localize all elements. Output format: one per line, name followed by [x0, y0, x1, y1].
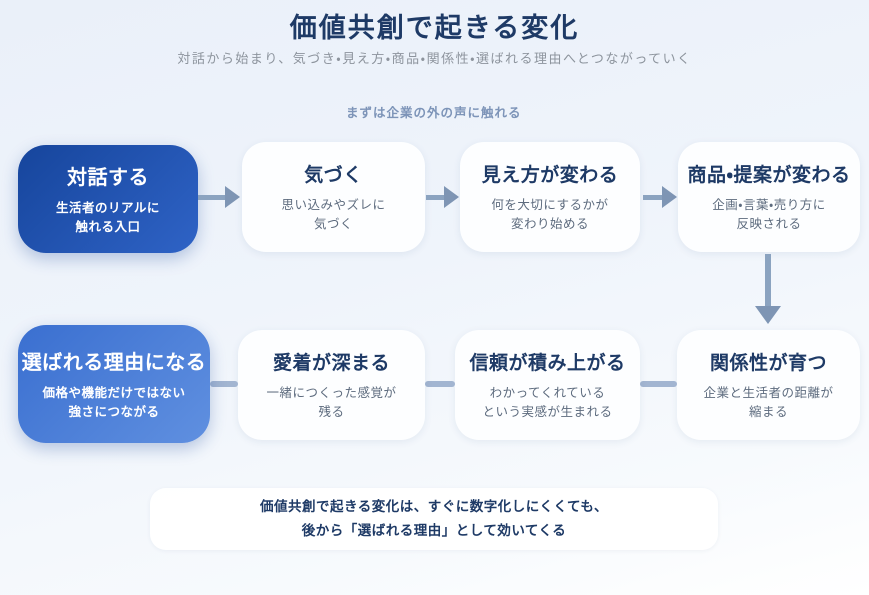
flow-box-title: 関係性が育つ — [709, 352, 827, 374]
arrow-shaft — [643, 194, 664, 200]
connector-line — [210, 381, 238, 387]
flow-box-title: 見え方が変わる — [481, 164, 619, 186]
arrow-head — [662, 186, 677, 208]
flow-box-relationship: 関係性が育つ 企業と生活者の距離が 縮まる — [677, 330, 860, 440]
flow-box-desc: 企業と生活者の距離が 縮まる — [703, 385, 834, 419]
stage-label: まずは企業の外の声に触れる — [346, 106, 522, 120]
flow-box-desc: 企画・言葉・売り方に 反映される — [712, 197, 826, 231]
flow-box-title: 愛着が深まる — [272, 352, 390, 374]
flow-box-dialogue: 対話する 生活者のリアルに 触れる入口 — [18, 145, 198, 253]
page-subtitle: 対話から始まり、気づき・見え方・商品・関係性・選ばれる理由へとつながっていく — [177, 51, 692, 66]
arrow-head — [755, 306, 781, 324]
flow-box-product: 商品・提案が変わる 企画・言葉・売り方に 反映される — [678, 142, 860, 252]
flow-box-desc: 一緒につくった感覚が 残る — [266, 385, 397, 419]
flow-box-title: 気づく — [304, 164, 363, 186]
arrow-right-icon — [426, 186, 459, 208]
arrow-shaft — [426, 194, 446, 200]
arrow-right-icon — [198, 186, 240, 208]
arrow-shaft — [198, 194, 227, 200]
arrow-down-icon — [755, 254, 781, 326]
summary-note-line1: 価値共創で起きる変化は、すぐに数字化しにくくても、 — [260, 498, 608, 514]
flow-box-desc: 何を大切にするかが 変わり始める — [491, 197, 609, 231]
flow-box-attachment: 愛着が深まる 一緒につくった感覚が 残る — [238, 330, 425, 440]
arrow-head — [444, 186, 459, 208]
arrow-right-icon — [643, 186, 677, 208]
flow-box-desc: 生活者のリアルに 触れる入口 — [56, 200, 160, 234]
summary-note: 価値共創で起きる変化は、すぐに数字化しにくくても、 後から「選ばれる理由」として… — [150, 488, 718, 550]
arrow-head — [225, 186, 240, 208]
flow-box-title: 対話する — [67, 166, 149, 189]
arrow-shaft — [765, 254, 771, 308]
flow-box-title: 商品・提案が変わる — [687, 164, 851, 186]
flow-box-title: 信頼が積み上がる — [469, 352, 626, 374]
flow-box-title: 選ばれる理由になる — [21, 351, 207, 374]
flow-box-trust: 信頼が積み上がる わかってくれている という実感が生まれる — [455, 330, 640, 440]
flow-box-desc: 価格や機能だけではない 強さにつながる — [42, 385, 186, 419]
flow-box-desc: わかってくれている という実感が生まれる — [482, 385, 613, 419]
connector-line — [425, 381, 455, 387]
summary-note-line2: 後から「選ばれる理由」として効いてくる — [301, 523, 567, 538]
flow-box-desc: 思い込みやズレに 気づく — [281, 197, 386, 231]
flow-box-chosen-reason: 選ばれる理由になる 価格や機能だけではない 強さにつながる — [18, 325, 210, 443]
connector-line — [640, 381, 677, 387]
page-title: 価値共創で起きる変化 — [289, 13, 580, 43]
flow-box-notice: 気づく 思い込みやズレに 気づく — [242, 142, 425, 252]
flow-box-perspective: 見え方が変わる 何を大切にするかが 変わり始める — [460, 142, 640, 252]
